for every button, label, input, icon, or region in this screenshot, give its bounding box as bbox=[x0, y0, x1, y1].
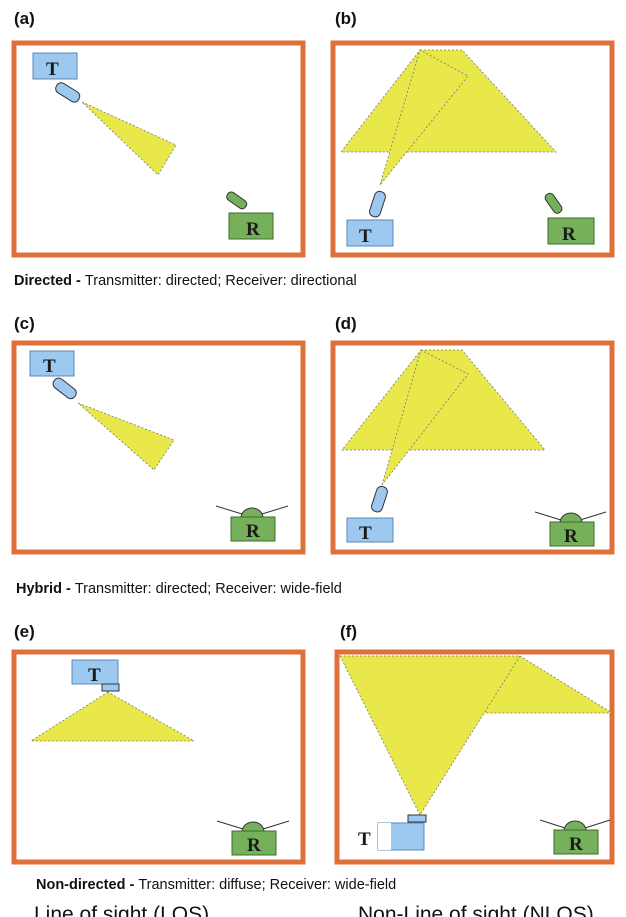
reflected-light-cone bbox=[340, 49, 557, 153]
receiver-label: R bbox=[569, 834, 583, 855]
caption-title: Directed - bbox=[14, 273, 85, 289]
receiver-label: R bbox=[247, 835, 261, 856]
panel-a-label: (a) bbox=[14, 9, 35, 28]
panel-b: T R bbox=[330, 40, 615, 258]
caption-title: Hybrid - bbox=[16, 581, 75, 597]
transmitter-label: T bbox=[358, 829, 371, 850]
detector-dome bbox=[563, 820, 587, 832]
light-beam bbox=[77, 402, 175, 471]
receiver-box bbox=[553, 829, 599, 855]
panel-f-label: (f) bbox=[340, 622, 357, 641]
detector-dome bbox=[559, 512, 583, 524]
detector-dome bbox=[241, 821, 265, 833]
detector-dome bbox=[240, 507, 264, 519]
los-label: Line of sight (LOS) bbox=[34, 903, 209, 917]
receiver-box bbox=[231, 830, 277, 856]
detector-lens bbox=[544, 192, 563, 214]
transmitter-label: T bbox=[43, 356, 56, 377]
panel-b-label: (b) bbox=[335, 9, 357, 28]
nlos-label: Non-Line of sight (NLOS) bbox=[358, 903, 594, 917]
field-of-view-line bbox=[584, 819, 611, 829]
diffuse-light-cone bbox=[29, 691, 196, 742]
transmitter-box bbox=[32, 52, 78, 80]
receiver-label: R bbox=[246, 219, 260, 240]
panel-d-label: (d) bbox=[335, 314, 357, 333]
caption-text: Transmitter: diffuse; Receiver: wide-fie… bbox=[138, 877, 396, 893]
receiver-box bbox=[549, 521, 595, 547]
transmitter-label: T bbox=[88, 665, 101, 686]
field-of-view-line bbox=[262, 820, 290, 830]
caption-directed: Directed - Transmitter: directed; Receiv… bbox=[14, 273, 357, 289]
receiver-label: R bbox=[564, 526, 578, 547]
transmitter-box bbox=[29, 350, 75, 377]
transmitter-box bbox=[71, 659, 119, 685]
field-of-view-line bbox=[579, 511, 607, 521]
emitter-lens bbox=[52, 377, 77, 400]
panel-e: T R bbox=[11, 649, 306, 865]
field-of-view-line bbox=[534, 511, 562, 521]
caption-title: Non-directed - bbox=[36, 877, 138, 893]
transmitter-box bbox=[346, 517, 394, 543]
diffuse-light-cone bbox=[339, 655, 521, 816]
field-of-view-line bbox=[539, 819, 566, 829]
diffuse-emitter bbox=[101, 683, 120, 692]
transmitter-label: T bbox=[46, 59, 59, 80]
emitter-lens bbox=[371, 485, 388, 513]
caption-text: Transmitter: directed; Receiver: directi… bbox=[85, 273, 357, 289]
field-of-view-line bbox=[261, 505, 289, 515]
transmitter-box bbox=[346, 219, 394, 247]
panel-d: T R bbox=[330, 340, 615, 555]
receiver-label: R bbox=[246, 521, 260, 542]
transmitter-label: T bbox=[359, 226, 372, 247]
receiver-box bbox=[230, 516, 276, 542]
field-of-view-line bbox=[215, 505, 243, 515]
panel-c-label: (c) bbox=[14, 314, 35, 333]
panel-a: T R bbox=[11, 40, 306, 258]
caption-hybrid: Hybrid - Transmitter: directed; Receiver… bbox=[16, 581, 342, 597]
transmitter-box-mask bbox=[378, 823, 391, 850]
diffuse-emitter bbox=[407, 814, 427, 823]
panel-f: T R bbox=[334, 649, 615, 865]
receiver-label: R bbox=[562, 224, 576, 245]
light-beam bbox=[379, 49, 469, 186]
caption-non-directed: Non-directed - Transmitter: diffuse; Rec… bbox=[36, 877, 396, 893]
receiver-box bbox=[228, 212, 274, 240]
transmitter-label: T bbox=[359, 523, 372, 544]
field-of-view-line bbox=[216, 820, 244, 830]
light-beam bbox=[381, 349, 469, 486]
caption-text: Transmitter: directed; Receiver: wide-fi… bbox=[75, 581, 342, 597]
panel-e-label: (e) bbox=[14, 622, 35, 641]
emitter-lens bbox=[55, 82, 81, 103]
emitter-lens bbox=[369, 190, 386, 218]
reflected-light-cone bbox=[456, 655, 614, 714]
panel-c: T R bbox=[11, 340, 306, 555]
receiver-box bbox=[547, 217, 595, 245]
detector-lens bbox=[226, 191, 248, 210]
light-beam bbox=[81, 101, 177, 176]
